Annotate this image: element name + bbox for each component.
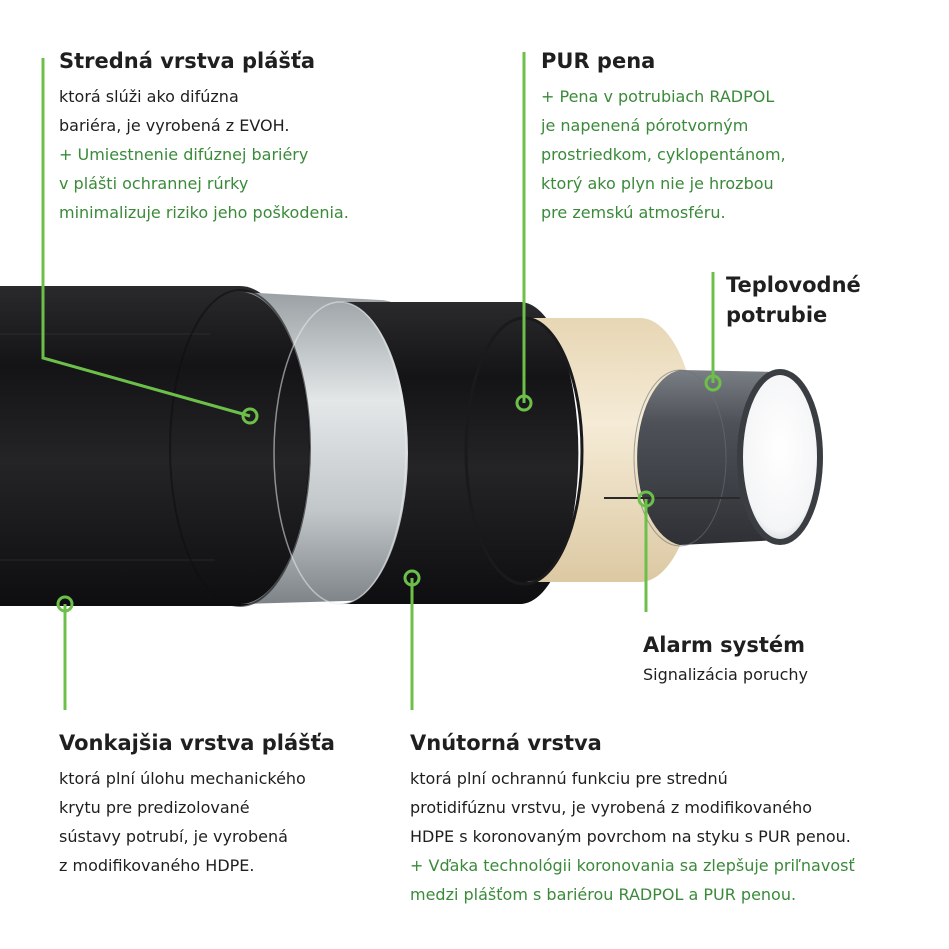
outer-layer-title: Vonkajšia vrstva plášťa: [59, 731, 335, 755]
middle-layer-leader-dot: [241, 407, 259, 425]
description-line: z modifikovaného HDPE.: [59, 856, 255, 875]
description-line: medzi plášťom s bariérou RADPOL a PUR pe…: [410, 885, 797, 904]
inner-layer-leader-dot: [403, 569, 421, 587]
description-line: ktorá plní ochrannú funkciu pre strednú: [410, 769, 728, 788]
middle-layer-title: Stredná vrstva plášťa: [59, 49, 316, 73]
description-line: + Vďaka technológii koronovania sa zlepš…: [410, 856, 855, 875]
description-line: minimalizuje riziko jeho poškodenia.: [59, 203, 349, 222]
alarm-system-title: Alarm systém: [643, 633, 806, 657]
pur-foam-label: PUR pena + Pena v potrubiach RADPOL je na…: [541, 48, 786, 227]
outer-layer-label: Vonkajšia vrstva plášťa ktorá plní úlohu…: [59, 730, 335, 880]
pur-foam-leader-dot: [515, 394, 533, 412]
description-line: krytu pre predizolované: [59, 798, 250, 817]
heating-pipe-label: Teplovodné potrubie: [726, 270, 861, 330]
description-line: sústavy potrubí, je vyrobená: [59, 827, 288, 846]
leader-lines: [41, 52, 722, 710]
heating-pipe-leader-dot: [704, 374, 722, 392]
steel-heating-pipe: [633, 369, 823, 547]
description-line: v plášti ochrannej rúrky: [59, 174, 249, 193]
description-line: pre zemskú atmosféru.: [541, 203, 726, 222]
description-line: prostriedkom, cyklopentánom,: [541, 145, 786, 164]
alarm-system-label: Alarm systém Signalizácia poruchy: [643, 632, 808, 689]
description-line: ktorý ako plyn nie je hrozbou: [541, 174, 774, 193]
inner-jacket-layer: [273, 301, 579, 605]
description-line: ktorá slúži ako difúzna: [59, 87, 239, 106]
alarm-leader-dot: [637, 490, 655, 508]
description-line: je napenená pórotvorným: [541, 116, 749, 135]
heating-pipe-title-line1: Teplovodné: [726, 273, 861, 297]
description-line: protidifúznu vrstvu, je vyrobená z modif…: [410, 798, 813, 817]
middle-layer-label: Stredná vrstva plášťa ktorá slúži ako di…: [59, 48, 349, 227]
outer-layer-leader-dot: [56, 595, 74, 613]
middle-layer-leader: [41, 58, 251, 418]
description-line: + Pena v potrubiach RADPOL: [541, 87, 775, 106]
description-line: + Umiestnenie difúznej bariéry: [59, 145, 309, 164]
inner-layer-label: Vnútorná vrstva ktorá plní ochrannú funk…: [410, 730, 855, 909]
description-line: Signalizácia poruchy: [643, 665, 808, 684]
description-line: ktorá plní úlohu mechanického: [59, 769, 306, 788]
description-line: HDPE s koronovaným povrchom na styku s P…: [410, 827, 851, 846]
description-line: bariéra, je vyrobená z EVOH.: [59, 116, 290, 135]
inner-layer-title: Vnútorná vrstva: [410, 731, 602, 755]
pur-foam-title: PUR pena: [541, 49, 656, 73]
outer-jacket: [0, 286, 310, 606]
heating-pipe-title-line2: potrubie: [726, 303, 828, 327]
